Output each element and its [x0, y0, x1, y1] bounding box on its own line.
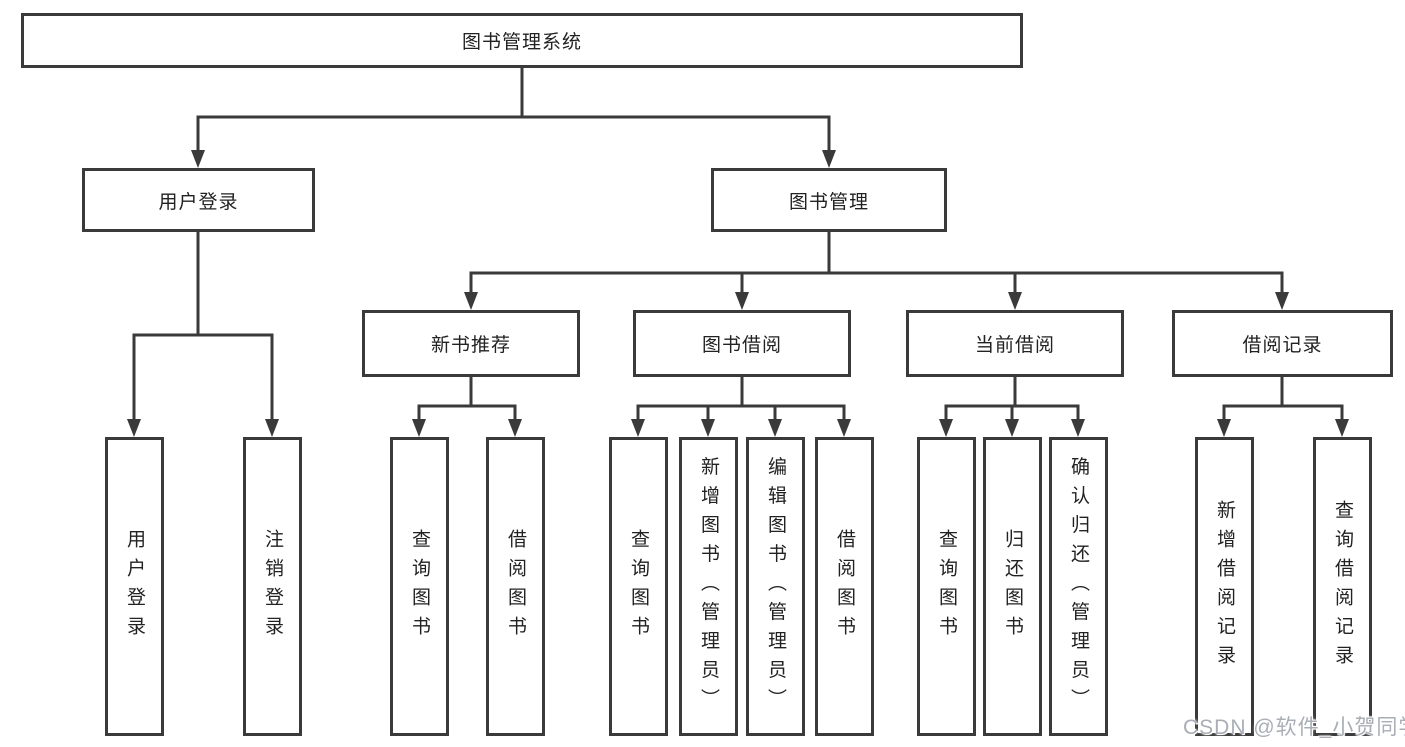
- node-leaf-br-add-record: 新增借阅记录: [1195, 437, 1254, 736]
- node-leaf-logout-label: 注销登录: [262, 528, 283, 645]
- node-new-book-recommend-label: 新书推荐: [430, 335, 511, 356]
- node-leaf-bb-edit-book: 编辑图书（管理员）: [746, 437, 805, 736]
- node-leaf-bb-add-book-label: 新增图书（管理员）: [698, 456, 719, 717]
- connector-borrowrecord-to-leaves: [1222, 375, 1344, 423]
- node-current-borrow: 当前借阅: [906, 310, 1124, 377]
- node-leaf-cb-return-book-label: 归还图书: [1002, 528, 1023, 645]
- node-book-management: 图书管理: [711, 168, 947, 232]
- node-current-borrow-label: 当前借阅: [974, 335, 1055, 356]
- node-leaf-br-query-record: 查询借阅记录: [1313, 437, 1372, 736]
- node-leaf-br-query-record-label: 查询借阅记录: [1332, 499, 1353, 674]
- node-leaf-cb-confirm-return: 确认归还（管理员）: [1049, 437, 1108, 736]
- connector-root-to-level2: [196, 66, 831, 154]
- node-leaf-nb-borrow-book-label: 借阅图书: [505, 528, 526, 645]
- node-book-borrow: 图书借阅: [633, 310, 851, 377]
- node-leaf-bb-edit-book-label: 编辑图书（管理员）: [765, 456, 786, 717]
- node-leaf-bb-borrow-book-label: 借阅图书: [834, 528, 855, 645]
- connector-bookmgmt-to-level3: [469, 230, 1284, 296]
- node-new-book-recommend: 新书推荐: [362, 310, 580, 377]
- node-borrow-record: 借阅记录: [1172, 310, 1393, 377]
- node-leaf-br-add-record-label: 新增借阅记录: [1214, 499, 1235, 674]
- node-leaf-cb-query-book-label: 查询图书: [936, 528, 957, 645]
- node-root: 图书管理系统: [21, 13, 1023, 68]
- node-user-login-label: 用户登录: [158, 191, 239, 213]
- arrowheads: [127, 150, 1349, 437]
- node-leaf-nb-borrow-book: 借阅图书: [486, 437, 545, 736]
- connector-userlogin-to-leaves: [132, 230, 274, 423]
- connector-newbook-to-leaves: [417, 375, 517, 423]
- node-leaf-bb-borrow-book: 借阅图书: [815, 437, 874, 736]
- node-leaf-nb-query-book: 查询图书: [390, 437, 449, 736]
- node-leaf-bb-query-book: 查询图书: [609, 437, 668, 736]
- connector-currentborrow-to-leaves: [944, 375, 1080, 423]
- node-book-management-label: 图书管理: [788, 191, 869, 213]
- node-leaf-user-login: 用户登录: [105, 437, 164, 736]
- node-leaf-cb-query-book: 查询图书: [917, 437, 976, 736]
- node-book-borrow-label: 图书借阅: [701, 335, 782, 356]
- node-leaf-cb-confirm-return-label: 确认归还（管理员）: [1068, 456, 1089, 717]
- node-leaf-bb-add-book: 新增图书（管理员）: [679, 437, 738, 736]
- node-leaf-logout: 注销登录: [243, 437, 302, 736]
- node-root-label: 图书管理系统: [461, 32, 582, 53]
- csdn-watermark: CSDN @软件_小贺同学: [1183, 716, 1405, 739]
- node-borrow-record-label: 借阅记录: [1242, 335, 1323, 356]
- node-leaf-bb-query-book-label: 查询图书: [628, 528, 649, 645]
- node-leaf-cb-return-book: 归还图书: [983, 437, 1042, 736]
- connector-bookborrow-to-leaves: [636, 375, 846, 423]
- node-leaf-nb-query-book-label: 查询图书: [409, 528, 430, 645]
- node-user-login: 用户登录: [82, 168, 315, 232]
- node-leaf-user-login-label: 用户登录: [124, 528, 145, 645]
